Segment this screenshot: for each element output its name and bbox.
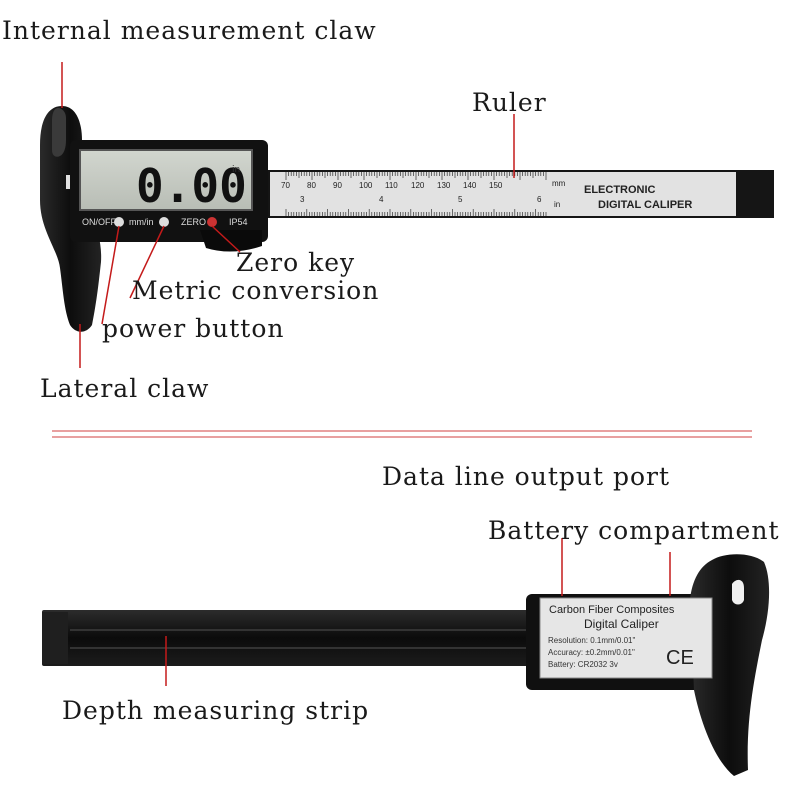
plate-line-1: Carbon Fiber Composites	[549, 604, 675, 616]
section-divider-top	[52, 430, 752, 432]
bottom-leader-lines	[165, 538, 671, 686]
ruler-inch-labels: 3 4 5 6	[300, 195, 542, 204]
lcd-unit: in	[232, 165, 240, 175]
ruler-in-unit: in	[554, 200, 560, 209]
mm-scale-label: 90	[333, 181, 342, 190]
label-plate	[539, 597, 713, 679]
zero-thumb-roller	[200, 230, 262, 252]
mm-scale-label: 100	[359, 181, 373, 190]
mmin-label: mm/in	[129, 217, 154, 227]
leader-zero-key	[211, 225, 241, 253]
onoff-label: ON/OFF	[82, 217, 116, 227]
ip-label: IP54	[229, 217, 248, 227]
ruler-mm-ticks	[285, 172, 547, 216]
in-scale-label: 3	[300, 195, 305, 204]
ruler-face	[270, 172, 736, 216]
brand-line-2: DIGITAL CALIPER	[598, 199, 692, 211]
ruler-mm-labels: 70 80 90 100 110 120 130 140 150	[281, 181, 503, 190]
in-scale-label: 4	[379, 195, 384, 204]
in-scale-label: 5	[458, 195, 463, 204]
in-scale-label: 6	[537, 195, 542, 204]
top-leader-lines	[61, 62, 515, 368]
brand-line-1: ELECTRONIC	[584, 184, 656, 196]
label-ruler: Ruler	[472, 88, 547, 117]
leader-metric	[129, 225, 165, 299]
label-metric-conversion: Metric conversion	[132, 276, 380, 305]
mm-scale-label: 120	[411, 181, 425, 190]
lcd-screen	[79, 149, 253, 211]
ruler-mm-unit: mm	[552, 179, 566, 188]
label-zero-key: Zero key	[236, 248, 356, 277]
jaw-hole	[732, 579, 744, 605]
depth-beam	[42, 610, 542, 666]
top-caliper: 0.00 in ON/OFF mm/in ZERO IP54 70 80 90 100…	[40, 106, 774, 332]
mm-scale-label: 80	[307, 181, 316, 190]
power-button[interactable]	[114, 217, 124, 227]
zero-label: ZERO	[181, 217, 206, 227]
leader-power	[101, 225, 120, 325]
ce-mark: CE	[666, 647, 694, 669]
bottom-caliper: Carbon Fiber Composites Digital Caliper …	[42, 554, 770, 776]
mm-scale-label: 140	[463, 181, 477, 190]
label-data-port: Data line output port	[382, 462, 671, 491]
mm-scale-label: 130	[437, 181, 451, 190]
plate-line-2: Digital Caliper	[584, 617, 659, 631]
label-battery: Battery compartment	[488, 516, 780, 545]
zero-key-button[interactable]	[207, 217, 217, 227]
mm-scale-label: 110	[385, 181, 398, 190]
label-power-button: power button	[102, 314, 285, 343]
plate-spec-2: Accuracy: ±0.2mm/0.01"	[548, 648, 635, 657]
lcd-value: 0.00	[136, 159, 247, 213]
mm-scale-label: 70	[281, 181, 290, 190]
label-internal-claw: Internal measurement claw	[2, 16, 377, 45]
plate-spec-3: Battery: CR2032 3v	[548, 660, 618, 669]
metric-conversion-button[interactable]	[159, 217, 169, 227]
label-lateral-claw: Lateral claw	[40, 374, 210, 403]
internal-claw	[52, 108, 66, 157]
plate-spec-1: Resolution: 0.1mm/0.01"	[548, 636, 635, 645]
mm-scale-label: 150	[489, 181, 503, 190]
label-depth-strip: Depth measuring strip	[62, 696, 370, 725]
section-divider-bottom	[52, 436, 752, 438]
